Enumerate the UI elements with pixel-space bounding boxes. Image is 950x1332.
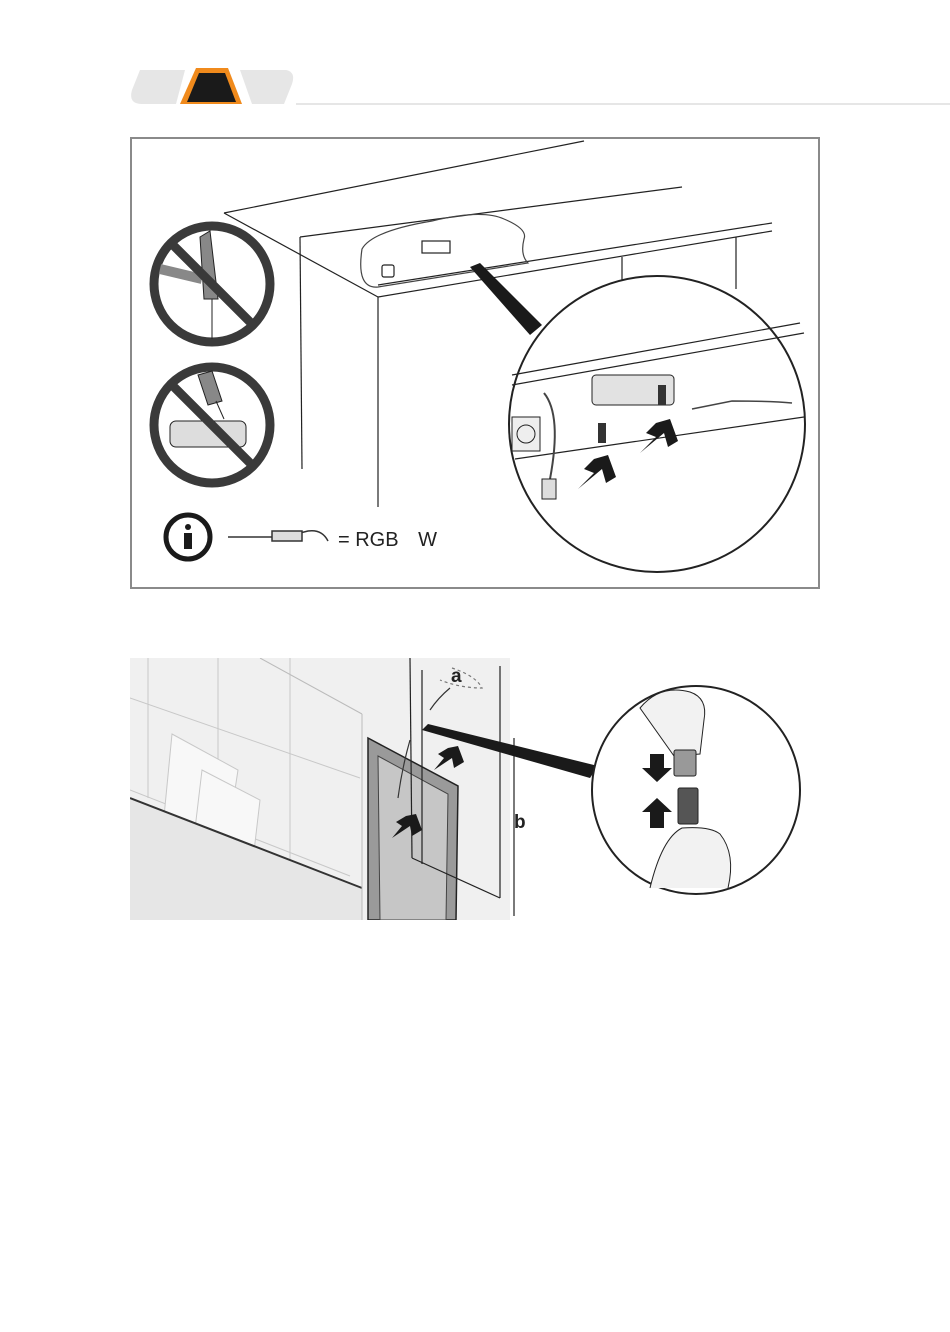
label-a: a (451, 666, 462, 688)
step1-panel: = RGB W (130, 137, 820, 589)
rgb-equivalence-label: = RGB W (338, 529, 451, 552)
variant-text: W (418, 529, 437, 551)
detail-magnifier (509, 276, 805, 572)
label-b: b (514, 812, 526, 834)
equals-rgb-text: = RGB (338, 529, 399, 551)
header-step-indicator (0, 0, 950, 120)
step2-illustration (130, 658, 810, 920)
no-drilling-icon (154, 226, 270, 342)
no-silicone-icon (154, 367, 270, 483)
step-tab-3 (240, 70, 293, 104)
detail-magnifier (592, 686, 800, 894)
step2-panel: a b (130, 658, 810, 920)
callout-pointer (470, 263, 542, 335)
step-tab-2-active (180, 68, 242, 104)
step1-illustration (132, 139, 818, 587)
info-icon (166, 515, 210, 559)
step-tab-1 (131, 70, 185, 104)
socket-icon (512, 417, 540, 451)
rgb-driver-icon (228, 531, 328, 541)
